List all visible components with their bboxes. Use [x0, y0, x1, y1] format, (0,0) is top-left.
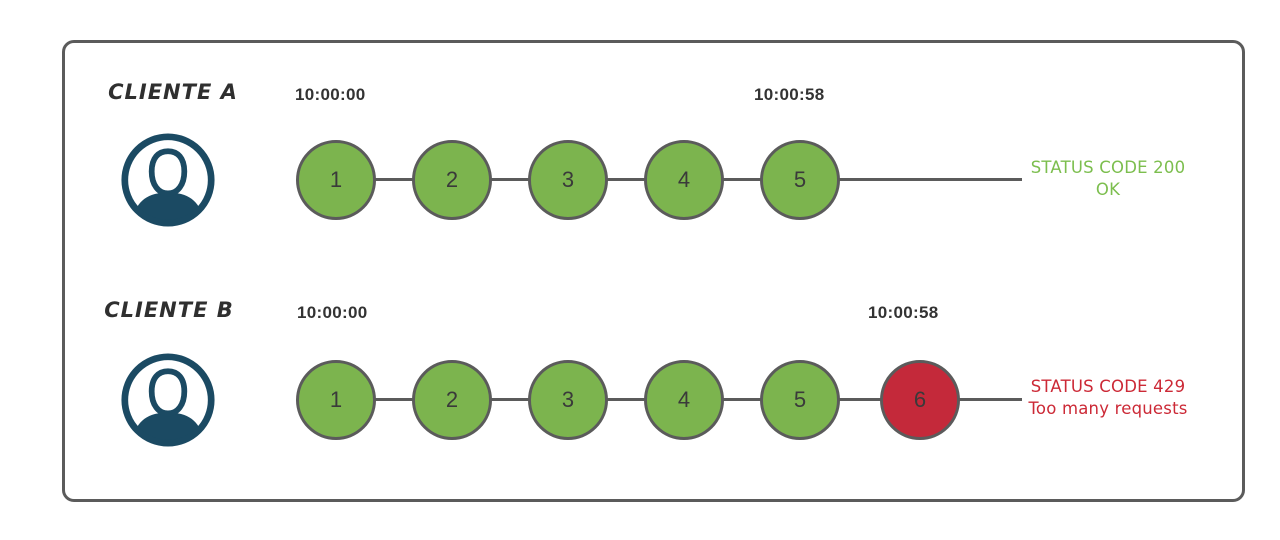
- client-a-status-code: STATUS CODE 200: [1030, 158, 1186, 177]
- client-a-request-4: 4: [644, 140, 724, 220]
- client-b-request-2: 2: [412, 360, 492, 440]
- client-b-request-6-rate-limited: 6: [880, 360, 960, 440]
- client-a-avatar: [120, 132, 216, 228]
- user-icon: [121, 353, 215, 447]
- client-b-start-time: 10:00:00: [297, 303, 368, 322]
- client-a-label: CLIENTE A: [108, 80, 238, 104]
- client-b-request-3: 3: [528, 360, 608, 440]
- diagram-frame: [62, 40, 1245, 502]
- client-b-status-code: STATUS CODE 429: [1030, 377, 1186, 396]
- client-a-status-message: OK: [1095, 180, 1121, 199]
- client-b-request-5: 5: [760, 360, 840, 440]
- client-b-label: CLIENTE B: [104, 298, 234, 322]
- client-b-avatar: [120, 352, 216, 448]
- client-a-request-1: 1: [296, 140, 376, 220]
- client-a-start-time: 10:00:00: [295, 85, 366, 104]
- client-b-end-time: 10:00:58: [868, 303, 939, 322]
- client-a-request-3: 3: [528, 140, 608, 220]
- client-a-end-time: 10:00:58: [754, 85, 825, 104]
- client-a-status: STATUS CODE 200 OK: [1018, 157, 1198, 201]
- client-b-request-4: 4: [644, 360, 724, 440]
- client-a-request-5: 5: [760, 140, 840, 220]
- client-b-status-message: Too many requests: [1028, 399, 1188, 418]
- client-a-request-2: 2: [412, 140, 492, 220]
- user-icon: [121, 133, 215, 227]
- client-b-request-1: 1: [296, 360, 376, 440]
- client-b-status: STATUS CODE 429 Too many requests: [1018, 376, 1198, 420]
